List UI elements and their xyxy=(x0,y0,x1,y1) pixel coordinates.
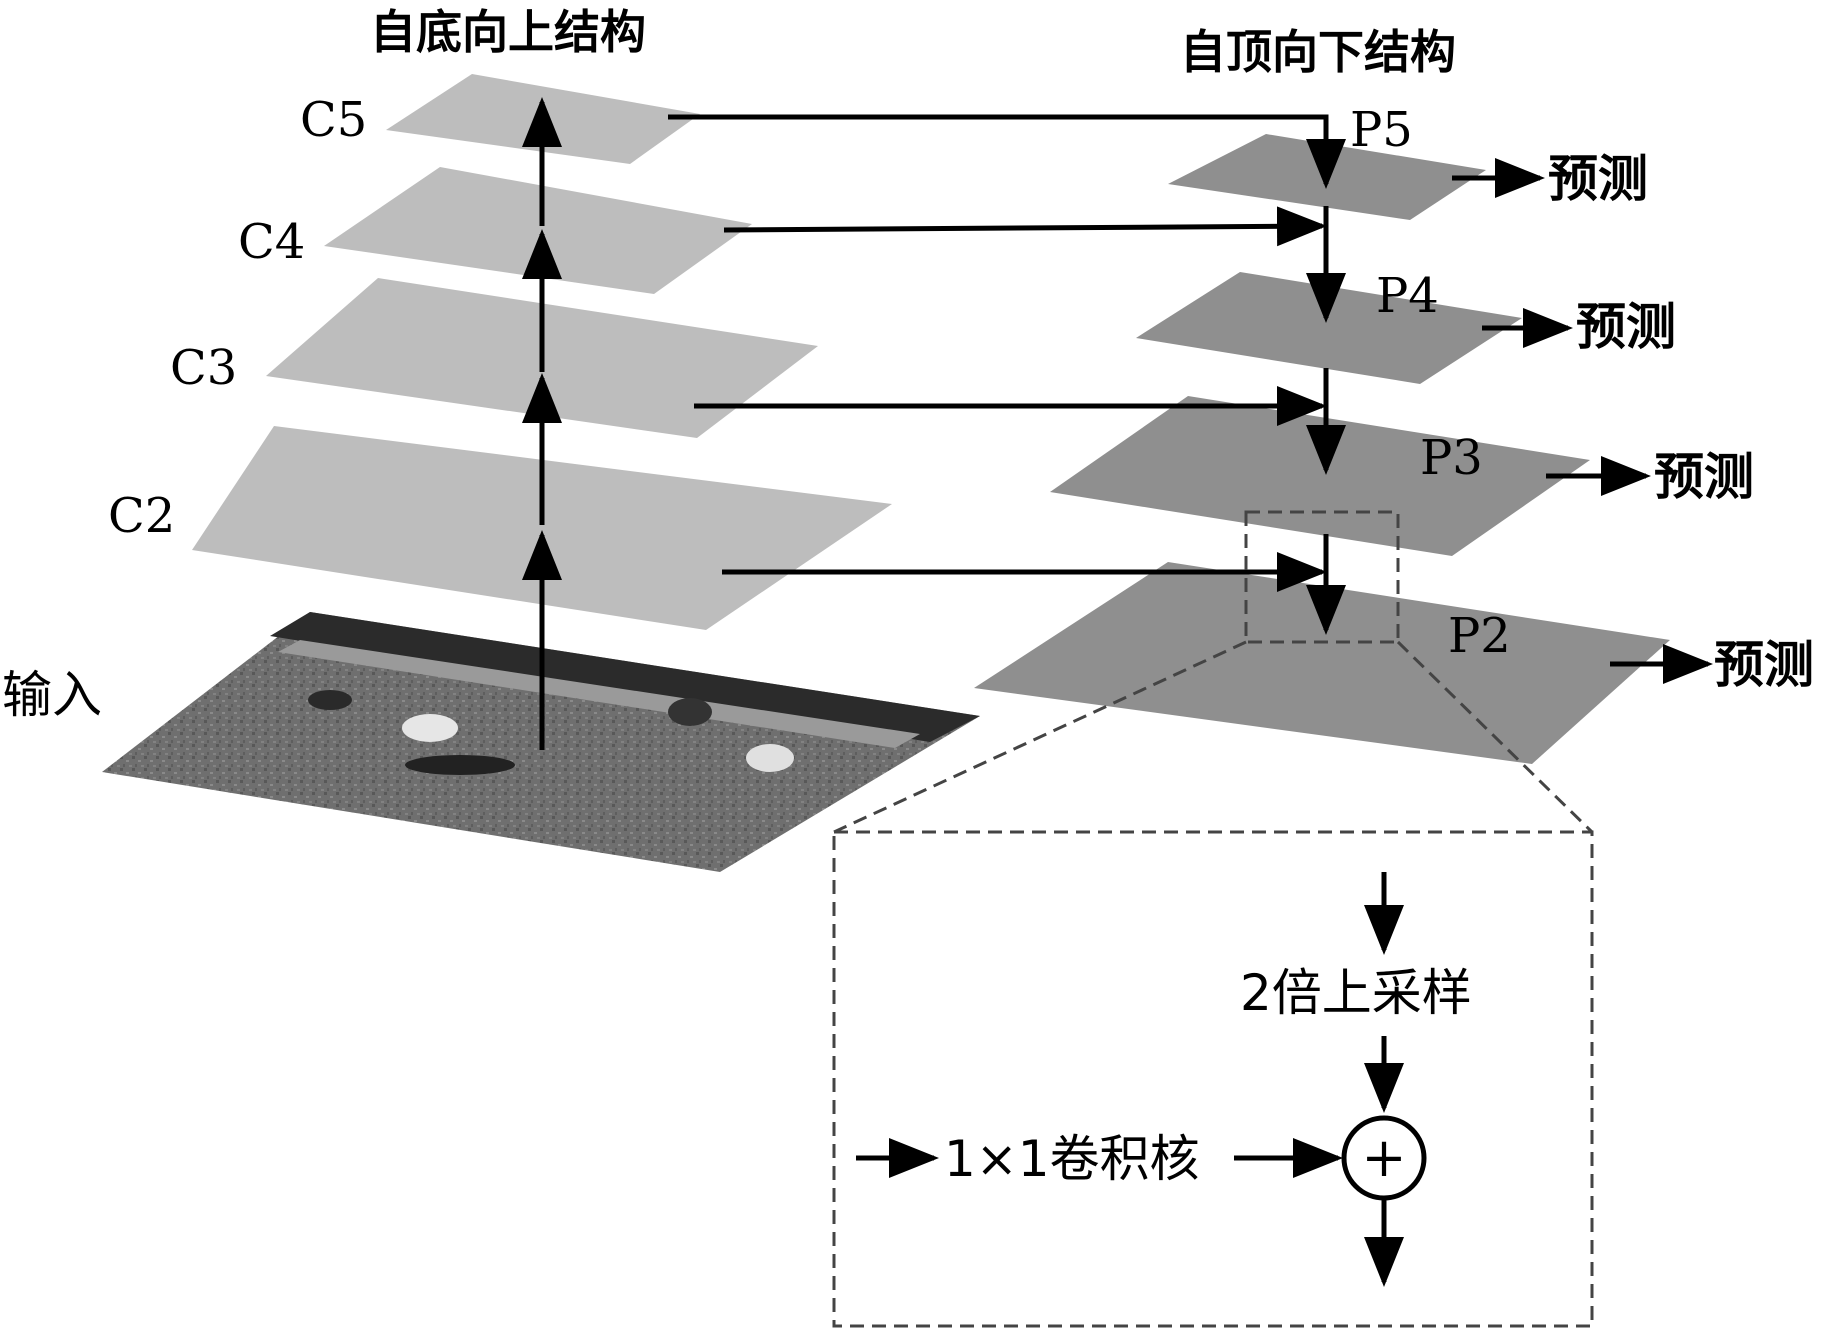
predict-label-p5: 预测 xyxy=(1548,150,1648,208)
add-symbol: + xyxy=(1361,1126,1406,1189)
conv-label: 1×1卷积核 xyxy=(944,1130,1200,1188)
label-c3: C3 xyxy=(170,340,237,396)
predict-label-p4: 预测 xyxy=(1576,298,1676,356)
label-p4: P4 xyxy=(1376,268,1439,324)
label-p3: P3 xyxy=(1420,430,1483,486)
layer-c4 xyxy=(324,167,752,294)
layer-c2 xyxy=(192,426,892,630)
detail-arrows xyxy=(856,872,1404,1287)
predict-label-p2: 预测 xyxy=(1714,636,1814,694)
zoom-region xyxy=(832,510,1594,1328)
predict-arrows xyxy=(1452,158,1713,684)
lateral-arrows xyxy=(668,114,1346,592)
layer-p4 xyxy=(1136,272,1522,384)
label-p2: P2 xyxy=(1448,608,1511,664)
add-circle xyxy=(1341,1115,1427,1201)
layer-p2 xyxy=(974,562,1670,764)
label-c4: C4 xyxy=(238,214,305,270)
layer-p3 xyxy=(1050,396,1590,556)
bottom-up-title: 自底向上结构 xyxy=(370,5,646,59)
upsample-label: 2倍上采样 xyxy=(1240,964,1472,1022)
predict-label-p3: 预测 xyxy=(1654,448,1754,506)
label-c2: C2 xyxy=(108,488,175,544)
label-p5: P5 xyxy=(1350,102,1413,158)
input-label: 输入 xyxy=(2,666,102,724)
top-down-title: 自顶向下结构 xyxy=(1180,25,1456,79)
label-c5: C5 xyxy=(300,92,367,148)
